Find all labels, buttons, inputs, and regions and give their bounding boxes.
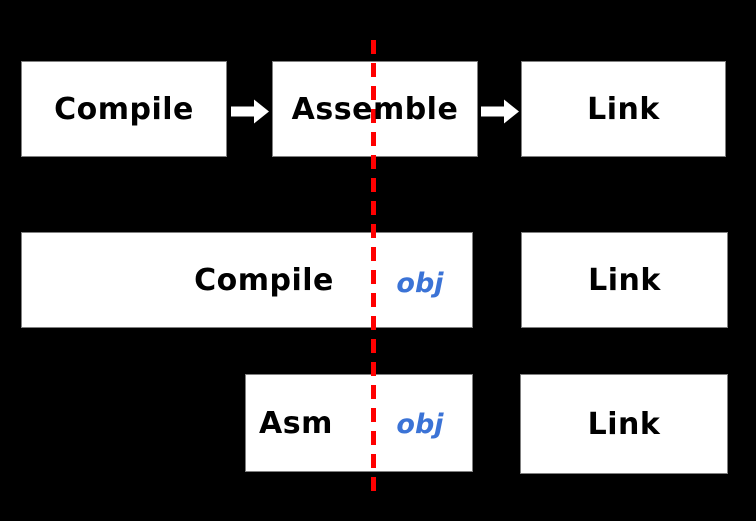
link-box-row2: Link [521, 232, 728, 328]
link-label: Link [588, 262, 661, 298]
obj-artifact-label: obj [396, 268, 444, 299]
link-box-row3: Link [520, 374, 728, 474]
assemble-label: Assemble [291, 91, 459, 127]
compile-box-row2: Compile [21, 232, 473, 328]
asm-label: Asm [259, 405, 333, 441]
compile-label: Compile [54, 91, 194, 127]
link-label: Link [587, 91, 660, 127]
compile-label: Compile [194, 262, 334, 298]
obj-artifact-label: obj [396, 409, 444, 440]
right-arrow-icon [481, 99, 519, 124]
link-box-row1: Link [521, 61, 726, 157]
compile-box-row1: Compile [21, 61, 227, 157]
asm-box-row3: Asm [245, 374, 473, 472]
red-dashed-divider-line [371, 40, 376, 495]
link-label: Link [587, 406, 661, 442]
right-arrow-icon [231, 99, 269, 124]
